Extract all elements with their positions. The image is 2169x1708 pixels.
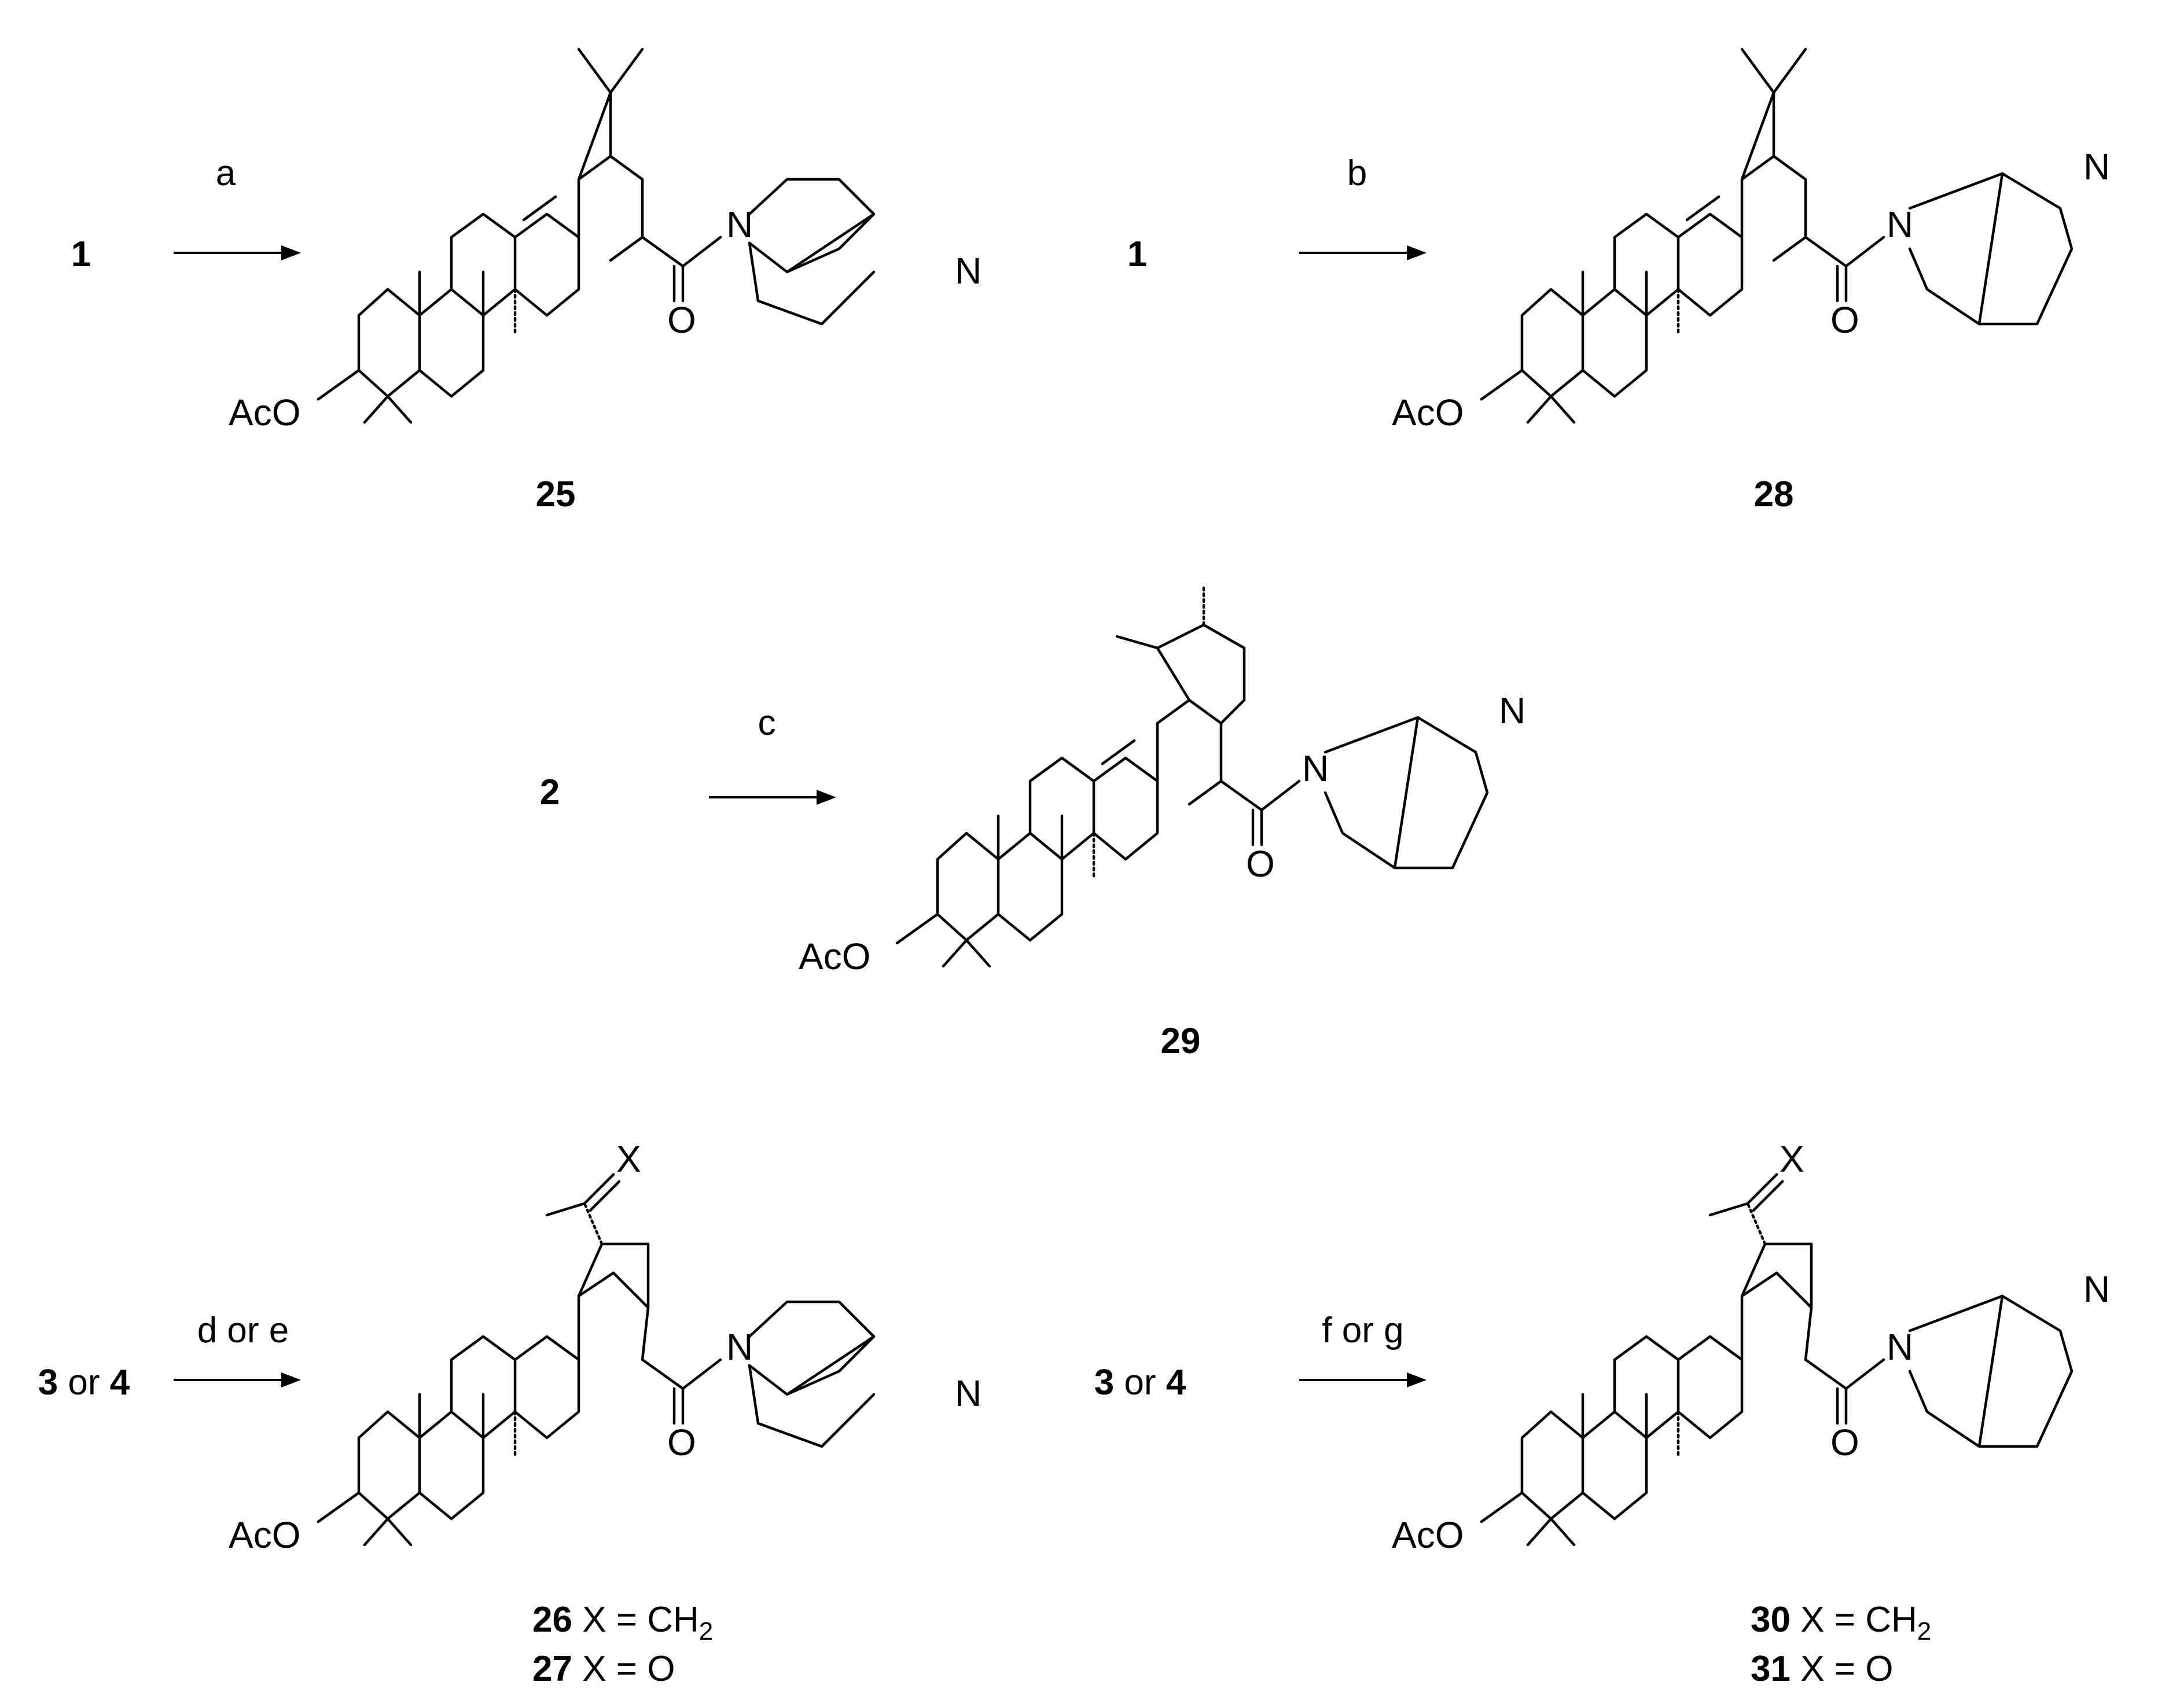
amine-nitrogen-label: N: [2083, 1268, 2110, 1310]
product-label-31: 31 X = O: [1751, 1649, 1893, 1689]
start-compound-1-b: 1: [1127, 234, 1147, 274]
acetoxy-atom-label: AcO: [1392, 392, 1464, 433]
structure-28: AcO O N N: [1392, 47, 2110, 433]
reaction-arrow-fg: [1299, 1372, 1427, 1387]
amide-nitrogen-label: N: [726, 204, 753, 245]
start-compound-2: 2: [540, 772, 560, 812]
acetoxy-atom-label: AcO: [1392, 1514, 1464, 1556]
carbonyl-oxygen-label: O: [1246, 843, 1275, 885]
product-label-30: 30 X = CH2: [1751, 1600, 1931, 1646]
amine-nitrogen-label: N: [1499, 690, 1525, 731]
carbonyl-oxygen-label: O: [667, 299, 696, 341]
x-group-label: X: [616, 1138, 641, 1180]
acetoxy-atom-label: AcO: [229, 392, 300, 433]
carbonyl-oxygen-label: O: [1830, 299, 1859, 341]
start-compound-1: 1: [71, 234, 91, 274]
reaction-arrow-de: [174, 1372, 301, 1387]
reaction-fg: 3 or 4 f or g AcO O N N: [1094, 1138, 2111, 1689]
product-label-26: 26 X = CH2: [532, 1600, 713, 1646]
product-label-29: 29: [1161, 1021, 1201, 1061]
reaction-b: 1 b AcO O N N 28: [1127, 47, 2110, 514]
amine-nitrogen-label: N: [2083, 146, 2110, 187]
structure-29: AcO O N N: [799, 583, 1525, 977]
reaction-a: 1 a AcO O: [71, 47, 981, 514]
reaction-arrow-c: [709, 790, 836, 805]
reagent-label-de: d or e: [197, 1311, 289, 1350]
product-label-27: 27 X = O: [532, 1649, 675, 1689]
structure-26-27: AcO O N N X: [229, 1138, 981, 1556]
amide-nitrogen-label: N: [1302, 748, 1329, 789]
product-label-25: 25: [536, 474, 576, 514]
reaction-arrow-b: [1299, 245, 1427, 260]
reaction-de: 3 or 4 d or e AcO O N: [38, 1138, 982, 1689]
amide-nitrogen-label: N: [1887, 204, 1913, 245]
structure-30-31: AcO O N N X: [1392, 1138, 2110, 1556]
carbonyl-oxygen-label: O: [1830, 1422, 1859, 1463]
amine-nitrogen-label: N: [955, 250, 981, 292]
acetoxy-atom-label: AcO: [799, 936, 870, 977]
amide-nitrogen-label: N: [726, 1326, 753, 1368]
carbonyl-oxygen-label: O: [667, 1422, 696, 1463]
reagent-label-c: c: [758, 703, 776, 743]
reagent-label-a: a: [216, 153, 236, 193]
amide-nitrogen-label: N: [1887, 1326, 1913, 1368]
reagent-label-fg: f or g: [1322, 1311, 1403, 1350]
amine-nitrogen-label: N: [955, 1372, 981, 1414]
structure-25: AcO O N N: [229, 47, 981, 433]
reagent-label-b: b: [1347, 153, 1367, 193]
start-compounds-3-or-4: 3 or 4: [38, 1363, 130, 1403]
reaction-c: 2 c AcO O N N: [540, 583, 1525, 1061]
product-label-28: 28: [1754, 474, 1794, 514]
reaction-arrow-a: [174, 245, 301, 260]
acetoxy-atom-label: AcO: [229, 1514, 300, 1556]
start-compounds-3-or-4-b: 3 or 4: [1094, 1363, 1186, 1403]
x-group-label: X: [1780, 1138, 1804, 1180]
